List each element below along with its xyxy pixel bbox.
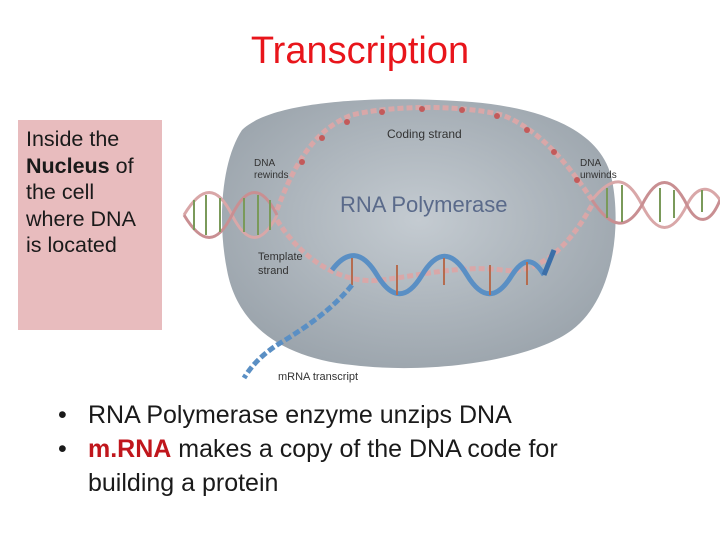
template-strand-label-2: strand: [258, 265, 289, 277]
mrna-helix: [330, 253, 547, 297]
nucleus-callout: Inside the Nucleus of the cell where DNA…: [18, 120, 162, 330]
rna-polymerase-blob: [222, 99, 616, 369]
nucleus-term: Nucleus: [26, 153, 110, 178]
mrna-bases: [351, 258, 528, 295]
dna-helix-left: [182, 191, 279, 239]
mrna-transcript-label: mRNA transcript: [278, 371, 358, 383]
bullet-list: • RNA Polymerase enzyme unzips DNA • m.R…: [58, 398, 698, 500]
bullet-icon: •: [58, 435, 67, 463]
dna-base-pairs-right: [606, 185, 703, 222]
enzyme-label: RNA Polymerase: [340, 192, 508, 217]
bullet-item-2: • m.RNA makes a copy of the DNA code for…: [58, 432, 698, 500]
template-strand-label-1: Template: [258, 251, 303, 263]
dna-rewinds-label-1: DNA: [254, 158, 275, 169]
coding-strand-bases: [299, 106, 580, 183]
coding-strand-label: Coding strand: [387, 127, 462, 141]
dna-unwinds-label-2: unwinds: [580, 170, 617, 181]
callout-line-4: where DNA: [26, 206, 136, 231]
mrna-exit-strand: [241, 283, 354, 380]
slide-title: Transcription: [250, 30, 470, 72]
dna-rewinds-label-2: rewinds: [254, 170, 288, 181]
bullet-icon: •: [58, 401, 67, 429]
dna-unwinds-label-1: DNA: [580, 158, 601, 169]
callout-line-1: Inside the: [26, 127, 120, 151]
bullet-item-2-continued: building a protein: [88, 469, 279, 497]
mrna-term: m.RNA: [88, 435, 172, 463]
bullet-item-1: • RNA Polymerase enzyme unzips DNA: [58, 398, 698, 432]
callout-line-5: is located: [26, 233, 117, 257]
dna-base-pairs-left: [193, 195, 271, 235]
callout-line-3: the cell: [26, 180, 95, 204]
mrna-growing-tip: [541, 249, 557, 276]
transcription-diagram: Coding strand DNA rewinds DNA unwinds RN…: [182, 90, 720, 390]
callout-line-2: Nucleus of: [26, 153, 134, 178]
transcription-illustration: Coding strand DNA rewinds DNA unwinds RN…: [182, 99, 720, 383]
